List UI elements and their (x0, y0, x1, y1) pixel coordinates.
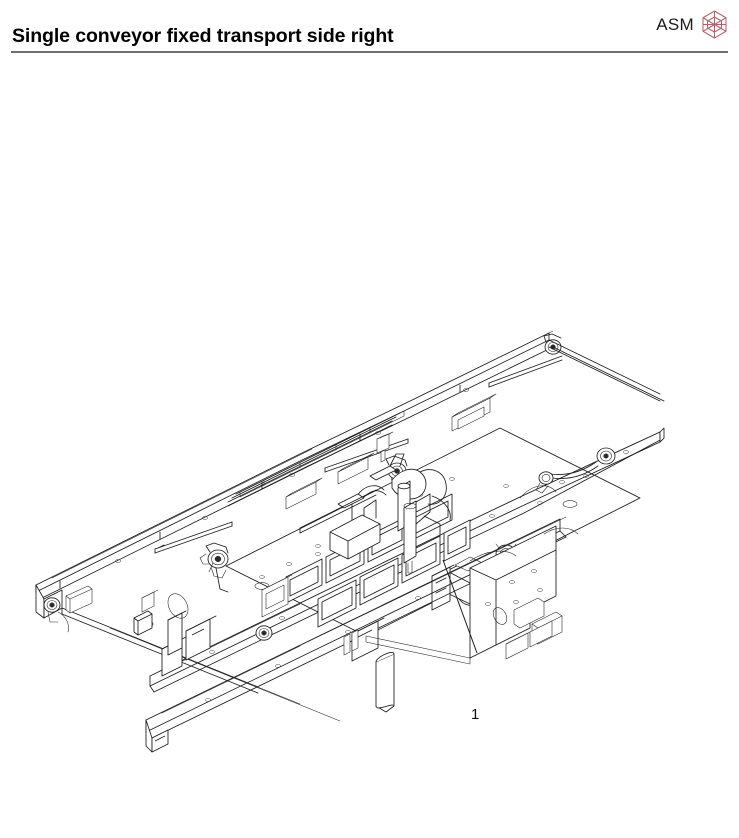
conveyor-belt-module-4 (443, 519, 471, 562)
center-support-column (375, 652, 395, 713)
technical-drawing-figure: 1 (0, 56, 739, 838)
lower-right-cross-brace (365, 627, 531, 665)
rear-left-rail-pulley (43, 597, 69, 633)
deck-plate-cutout (254, 485, 578, 590)
conveyor-belt-module-2 (359, 557, 399, 606)
front-lower-sill-flange (153, 516, 567, 717)
right-end-rail-cap (659, 427, 665, 443)
rear-mid-crossbar (324, 438, 409, 473)
right-frame-holes (485, 569, 543, 606)
rear-carriage-block-c (451, 393, 497, 432)
front-left-pulley (255, 625, 273, 641)
belt-module-end-bracket (261, 574, 293, 618)
right-tension-arm (535, 461, 599, 494)
right-frame-oval-cutout (492, 597, 545, 629)
upper-accessory-bar-left (157, 544, 165, 549)
rear-left-crossbar (154, 521, 233, 554)
rear-right-crossbar (488, 355, 563, 388)
left-support-bracket-b (185, 615, 217, 661)
rear-guide-rail-segments (239, 410, 405, 498)
page-title: Single conveyor fixed transport side rig… (12, 25, 394, 47)
center-column-clip (343, 629, 359, 656)
left-tab-bracket (141, 589, 159, 613)
brand-name-label: ASM (656, 15, 694, 34)
right-frame-curve-detail (469, 527, 579, 562)
brand-lockup: ASM (656, 10, 728, 39)
right-lower-block-b (529, 620, 553, 648)
central-manifold-block (329, 514, 381, 560)
callout-1-leader-line (442, 559, 478, 654)
asm-hexagon-logo-icon (702, 10, 727, 39)
rear-rail-top-flange (43, 330, 554, 582)
rear-left-tension-bracket (65, 585, 93, 614)
central-cross-tube (299, 489, 377, 534)
left-angle-bracket (133, 610, 153, 636)
conveyor-belt-module-8 (285, 558, 323, 604)
left-support-plate-vertical (167, 610, 187, 656)
conveyor-belt-module-3 (401, 535, 441, 584)
conveyor-assembly-linework (35, 330, 665, 753)
front-lower-sill-end-cap (145, 719, 169, 753)
central-vertical-cylinder (403, 500, 417, 574)
conveyor-belt-module-1 (317, 579, 357, 628)
page-header: ASM Single conveyor fixed transport side… (0, 0, 739, 56)
rear-sensor-bracket (376, 431, 394, 463)
rear-left-pulley-assembly (199, 542, 229, 593)
rear-carriage-block-a (285, 477, 323, 510)
rear-carriage-block-b (337, 452, 375, 485)
callout-label-1: 1 (471, 706, 480, 723)
right-rear-end-rail (548, 339, 665, 402)
right-lower-pulley (596, 447, 616, 465)
title-divider-rule (11, 51, 728, 53)
left-cross-member-2 (109, 627, 341, 722)
